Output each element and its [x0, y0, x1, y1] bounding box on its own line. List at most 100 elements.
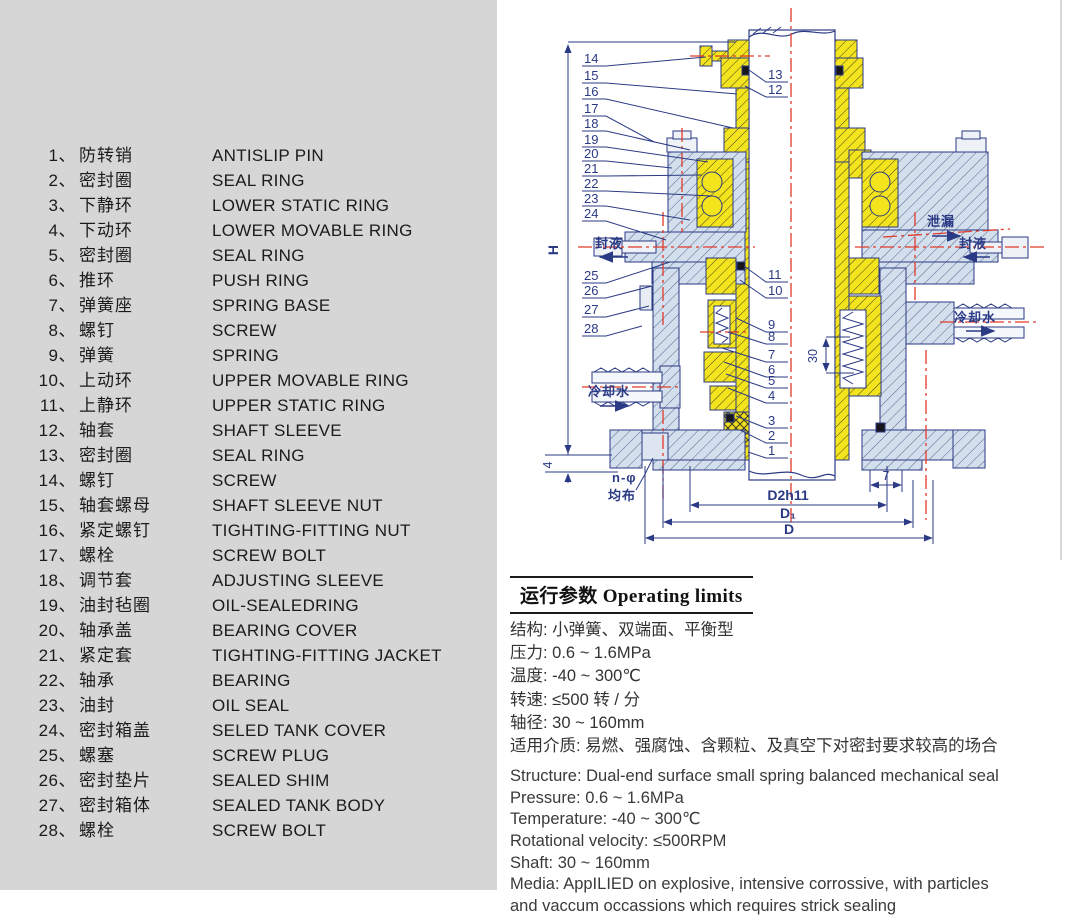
callout-leader	[748, 69, 788, 83]
part-name-en: UPPER STATIC RING	[212, 396, 386, 415]
part-number: 25、	[38, 746, 76, 765]
spec-line: 压力: 0.6 ~ 1.6MPa	[510, 644, 651, 663]
callout-16: 16	[584, 84, 598, 99]
dim-4: 4	[541, 461, 555, 468]
part-number: 7、	[48, 296, 76, 315]
callout-2: 2	[768, 428, 775, 443]
part-name-en: SEALED SHIM	[212, 771, 330, 790]
callout-leader	[747, 451, 788, 459]
callout-22: 22	[584, 176, 598, 191]
seal-tank-body-left	[652, 267, 680, 453]
label-evenly: 均布	[608, 488, 636, 503]
part-name-en: SPRING BASE	[212, 296, 331, 315]
part-number: 28、	[38, 821, 76, 840]
callout-25: 25	[584, 268, 598, 283]
callout-11: 11	[768, 267, 782, 282]
part-name-cn: 螺钉	[79, 321, 115, 340]
part-name-en: ANTISLIP PIN	[212, 146, 324, 165]
cooling-pipe-right	[953, 307, 1025, 320]
dim-D2h11: D2h11	[767, 487, 808, 503]
callout-leader	[582, 82, 738, 95]
part-number: 2、	[48, 171, 76, 190]
bearing-ball	[869, 195, 891, 217]
part-name-cn: 油封	[79, 696, 115, 715]
dimension-lines	[545, 41, 934, 544]
spec-line: Media: AppILIED on explosive, intensive …	[510, 875, 989, 894]
seal-ring-13	[741, 65, 750, 76]
part-name-cn: 下动环	[79, 221, 133, 240]
part-name-en: SCREW PLUG	[212, 746, 330, 765]
part-number: 23、	[38, 696, 76, 715]
part-name-cn: 轴承	[79, 671, 115, 690]
callout-21: 21	[584, 161, 598, 176]
part-name-cn: 调节套	[79, 571, 133, 590]
part-name-en: OIL SEAL	[212, 696, 290, 715]
flow-arrows	[598, 230, 996, 412]
callout-leader	[723, 361, 788, 378]
part-name-en: SCREW BOLT	[212, 821, 327, 840]
part-name-en: BEARING COVER	[212, 621, 358, 640]
operating-limits: 运行参数 Operating limits 结构: 小弹簧、双端面、平衡型压力:…	[510, 576, 1066, 917]
part-number: 9、	[48, 346, 76, 365]
part-name-en: SEALED TANK BODY	[212, 796, 386, 815]
callout-leader	[582, 205, 691, 221]
callout-leader	[582, 146, 709, 163]
bolt-hole	[641, 432, 669, 461]
callout-leader	[727, 331, 788, 345]
part-name-en: PUSH RING	[212, 271, 310, 290]
part-number: 21、	[38, 646, 76, 665]
part-name-cn: 密封箱盖	[79, 721, 151, 740]
centerlines	[578, 8, 1045, 522]
right-assembly	[834, 39, 1029, 471]
callout-3: 3	[768, 413, 775, 428]
part-name-cn: 轴套螺母	[79, 496, 151, 515]
part-name-cn: 密封垫片	[79, 771, 151, 790]
part-name-cn: 螺栓	[79, 546, 115, 565]
parts-list-panel	[0, 0, 497, 890]
callout-leader	[582, 190, 713, 197]
spec-line: and vaccum occassions which requires str…	[510, 896, 897, 915]
callout-6: 6	[768, 362, 775, 377]
callout-leader	[727, 387, 788, 404]
callout-12: 12	[768, 82, 782, 97]
callout-leader	[582, 285, 653, 299]
part-name-en: SHAFT SLEEVE	[212, 421, 342, 440]
callout-5: 5	[768, 373, 775, 388]
callout-9: 9	[768, 317, 775, 332]
spec-line: Rotational velocity: ≤500RPM	[510, 832, 727, 850]
part-number: 10、	[38, 371, 76, 390]
part-name-cn: 密封圈	[79, 446, 133, 465]
callout-27: 27	[584, 302, 598, 317]
label-seal-liquid-right: 封液	[959, 236, 987, 251]
label-cooling-left: 冷却水	[588, 384, 630, 399]
callout-13: 13	[768, 67, 782, 82]
callout-10: 10	[768, 283, 782, 298]
part-name-cn: 上动环	[79, 371, 133, 390]
dim-H: H	[545, 245, 561, 255]
part-number: 3、	[48, 196, 76, 215]
operating-limits-en: Structure: Dual-end surface small spring…	[510, 766, 1066, 917]
callout-leader	[582, 325, 643, 337]
callout-1: 1	[768, 443, 775, 458]
seal-assembly-drawing: H 4 30 7 D2h11 D₁ D n-φ 均布 封液 冷却水 泄漏 封液 …	[541, 0, 1062, 560]
part-name-en: LOWER STATIC RING	[212, 196, 390, 215]
callout-19: 19	[584, 132, 598, 147]
callout-leader	[735, 317, 788, 333]
dim-D1: D₁	[780, 505, 796, 521]
bearing-ball	[869, 171, 891, 193]
part-name-cn: 紧定螺钉	[79, 521, 151, 540]
label-cooling-right: 冷却水	[954, 310, 996, 325]
callout-15: 15	[584, 68, 598, 83]
part-name-cn: 弹簧	[79, 346, 115, 365]
